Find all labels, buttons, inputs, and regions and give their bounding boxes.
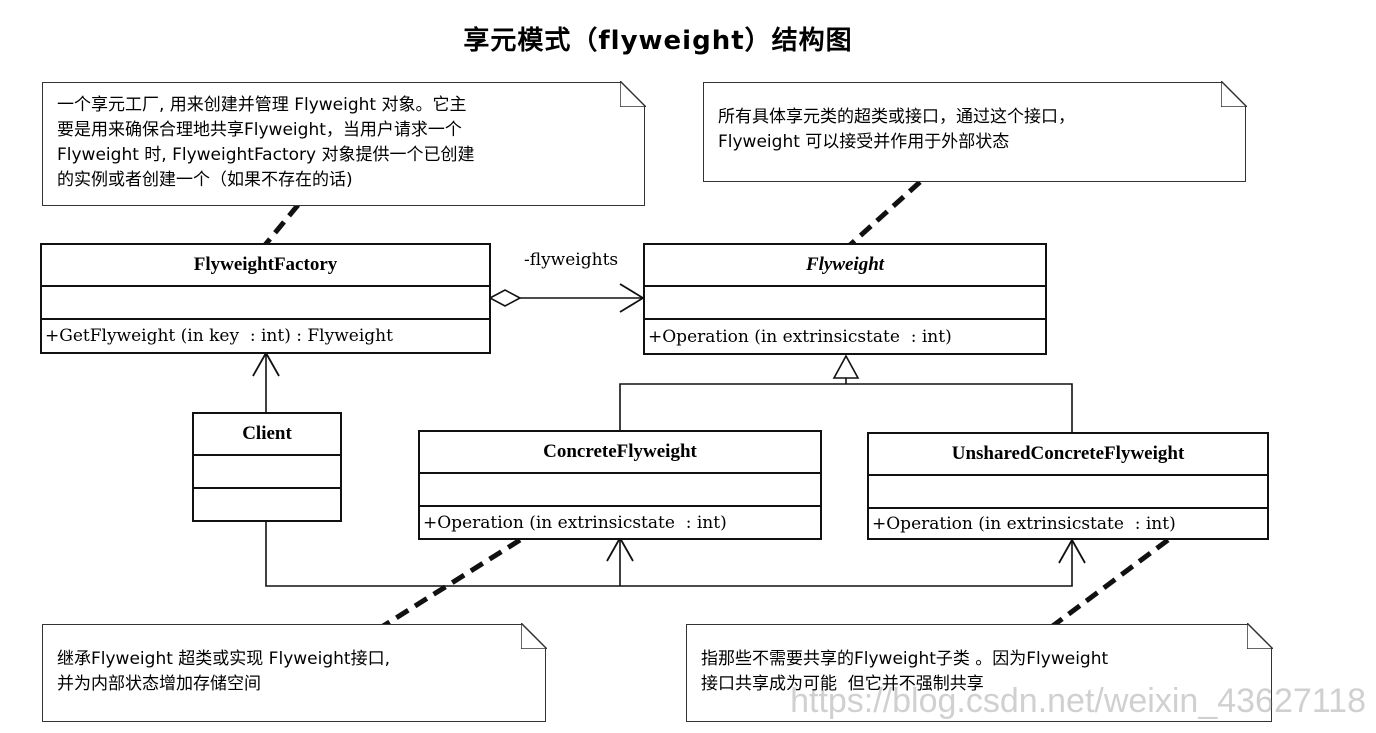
note-factory: 一个享元工厂, 用来创建并管理 Flyweight 对象。它主 要是用来确保合理… <box>42 81 646 206</box>
class-attributes <box>645 287 1045 320</box>
class-operation: +Operation (in extrinsicstate : int) <box>648 326 952 347</box>
fold-corner-icon <box>1221 81 1247 107</box>
note-anchor-unshared <box>1048 537 1170 631</box>
note-anchor-concrete <box>378 537 522 631</box>
note-line: Flyweight 可以接受并作用于外部状态 <box>718 132 1010 152</box>
class-attributes <box>420 474 820 507</box>
note-line: 所有具体享元类的超类或接口，通过这个接口， <box>718 107 1075 127</box>
association-label: -flyweights <box>524 250 619 270</box>
class-flyweight-factory: FlyweightFactory +GetFlyweight (in key :… <box>40 243 491 354</box>
note-line: 要是用来确保合理地共享Flyweight，当用户请求一个 <box>57 120 462 140</box>
client-factory-edge <box>252 351 280 414</box>
note-anchor-flyweight <box>848 180 922 247</box>
note-line: 继承Flyweight 超类或实现 Flyweight接口, <box>57 649 390 669</box>
class-attributes <box>869 476 1267 509</box>
class-concrete-flyweight: ConcreteFlyweight +Operation (in extrins… <box>418 430 822 540</box>
aggregation-edge <box>488 283 645 313</box>
class-attributes <box>194 456 340 489</box>
watermark: https://blog.csdn.net/weixin_43627118 <box>790 682 1366 720</box>
class-name: Client <box>194 414 340 456</box>
client-products-edge <box>265 521 1086 587</box>
class-operation: +GetFlyweight (in key : int) : Flyweight <box>45 326 393 346</box>
note-line: 并为内部状态增加存储空间 <box>57 674 261 694</box>
note-unshared: 指那些不需要共享的Flyweight子类 。因为Flyweight 接口共享成为… <box>686 623 1273 722</box>
class-name: ConcreteFlyweight <box>420 432 820 474</box>
class-operations <box>194 489 340 520</box>
class-name: UnsharedConcreteFlyweight <box>869 434 1267 476</box>
class-flyweight: Flyweight +Operation (in extrinsicstate … <box>643 243 1047 355</box>
generalization-edge <box>619 354 1073 432</box>
class-attributes <box>42 287 489 320</box>
diagram-title: 享元模式（flyweight）结构图 <box>463 26 853 56</box>
note-concrete: 继承Flyweight 超类或实现 Flyweight接口, 并为内部状态增加存… <box>42 623 547 722</box>
fold-corner-icon <box>620 81 646 107</box>
class-unshared-concrete-flyweight: UnsharedConcreteFlyweight +Operation (in… <box>867 432 1269 540</box>
note-anchor-factory <box>263 203 300 247</box>
class-operation: +Operation (in extrinsicstate : int) <box>872 513 1176 534</box>
class-client: Client <box>192 412 342 522</box>
class-name: FlyweightFactory <box>42 245 489 287</box>
note-line: Flyweight 时, FlyweightFactory 对象提供一个已创建 <box>57 145 475 165</box>
fold-corner-icon <box>521 623 547 649</box>
note-line: 的实例或者创建一个（如果不存在的话) <box>57 170 353 190</box>
note-line: 一个享元工厂, 用来创建并管理 Flyweight 对象。它主 <box>57 95 467 115</box>
fold-corner-icon <box>1247 623 1273 649</box>
note-line: 接口共享成为可能 但它并不强制共享 <box>701 674 984 694</box>
note-flyweight: 所有具体享元类的超类或接口，通过这个接口， Flyweight 可以接受并作用于… <box>703 81 1247 182</box>
class-operation: +Operation (in extrinsicstate : int) <box>423 512 727 533</box>
class-name: Flyweight <box>645 245 1045 287</box>
note-line: 指那些不需要共享的Flyweight子类 。因为Flyweight <box>701 649 1109 669</box>
